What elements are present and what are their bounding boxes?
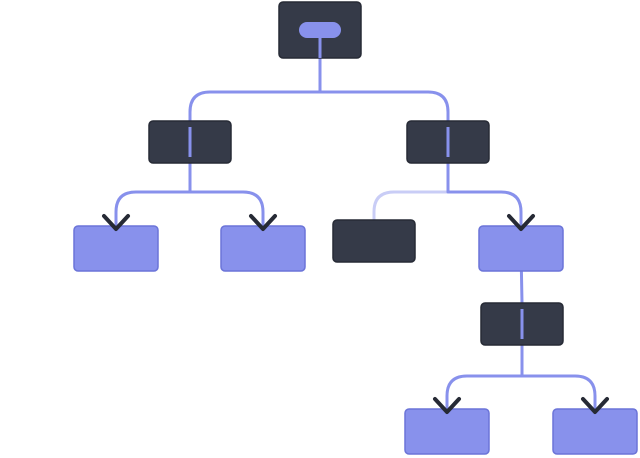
connector-parent-left-to-leaf-a xyxy=(114,140,192,226)
arrow-head-icon xyxy=(433,397,461,414)
connector-parent-left-to-leaf-b xyxy=(188,140,265,226)
connector-parent-d-to-leaf-e xyxy=(445,322,524,409)
node-parent-d[interactable] xyxy=(480,302,564,346)
nodes-layer xyxy=(73,1,638,455)
connector-parent-d-to-leaf-f xyxy=(520,322,597,409)
node-leaf-c[interactable] xyxy=(332,219,416,263)
node-parent-left[interactable] xyxy=(148,120,232,164)
node-child-d[interactable] xyxy=(478,225,564,272)
arrows-layer xyxy=(102,214,609,414)
node-box-child-d xyxy=(478,225,564,272)
connector-parent-right-to-leaf-c xyxy=(372,140,450,222)
node-leaf-a[interactable] xyxy=(73,225,159,272)
arrow-head-icon xyxy=(581,397,609,414)
node-parent-right[interactable] xyxy=(406,120,490,164)
node-box-leaf-e xyxy=(404,408,490,455)
connector-parent-right-to-child-d xyxy=(446,140,523,226)
connector-root-to-parent-left xyxy=(188,28,322,123)
node-leaf-b[interactable] xyxy=(220,225,306,272)
node-box-leaf-c xyxy=(332,219,416,263)
node-leaf-f[interactable] xyxy=(552,408,638,455)
arrow-head-icon xyxy=(249,214,277,231)
node-box-leaf-f xyxy=(552,408,638,455)
connectors-layer xyxy=(114,28,597,409)
arrow-head-icon xyxy=(507,214,535,231)
connector-root-to-parent-right xyxy=(318,28,450,123)
node-box-leaf-b xyxy=(220,225,306,272)
node-root[interactable] xyxy=(278,1,362,59)
node-leaf-e[interactable] xyxy=(404,408,490,455)
node-box-leaf-a xyxy=(73,225,159,272)
node-pill-marker xyxy=(299,22,341,38)
arrow-head-icon xyxy=(102,214,130,231)
